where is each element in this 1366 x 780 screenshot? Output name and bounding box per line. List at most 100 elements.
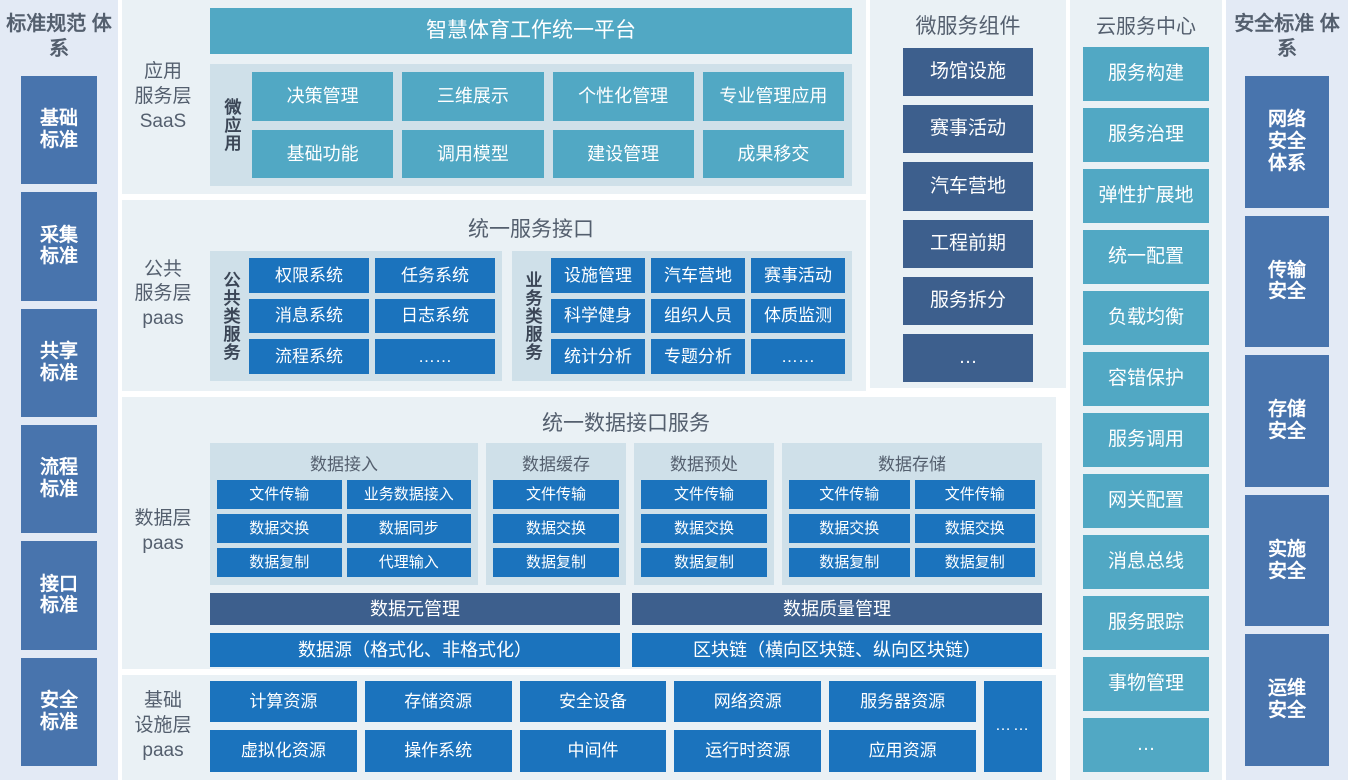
cloud-tile-load-balancing[interactable]: 负载均衡 bbox=[1083, 291, 1209, 345]
data-quality-management[interactable]: 数据质量管理 bbox=[632, 592, 1042, 625]
ingest-tile-data-sync[interactable]: 数据同步 bbox=[346, 513, 471, 543]
cloud-tile-elastic-scaling[interactable]: 弹性扩展地 bbox=[1083, 169, 1209, 223]
cloud-tile-service-build[interactable]: 服务构建 bbox=[1083, 47, 1209, 101]
service-layer-body: 统一服务接口 公共类服务 权限系统 任务系统 消息系统 日志系统 流程系统 …… bbox=[204, 208, 858, 381]
svc-tile-organization-personnel[interactable]: 组织人员 bbox=[651, 298, 745, 334]
storage-tile-data-exchange-1[interactable]: 数据交换 bbox=[789, 513, 910, 543]
svc-tile-process-system[interactable]: 流程系统 bbox=[249, 339, 369, 374]
infra-tile-application-resource[interactable]: 应用资源 bbox=[829, 730, 976, 773]
right-sidebar-title: 安全标准 体系 bbox=[1234, 13, 1340, 60]
preprocess-tile-data-exchange[interactable]: 数据交换 bbox=[641, 513, 767, 543]
data-source-row: 数据源（格式化、非格式化） 区块链（横向区块链、纵向区块链） bbox=[204, 625, 1048, 667]
cloud-service-center-title: 云服务中心 bbox=[1096, 16, 1196, 38]
cloud-service-center-column: 云服务中心 服务构建 服务治理 弹性扩展地 统一配置 负载均衡 容错保护 服务调… bbox=[1070, 0, 1222, 780]
data-groups-row: 数据接入 文件传输 业务数据接入 数据交换 数据同步 数据复制 代理输入 数据缓… bbox=[204, 442, 1048, 585]
ms-tile-service-split[interactable]: 服务拆分 bbox=[903, 276, 1033, 325]
storage-tile-data-replication-1[interactable]: 数据复制 bbox=[789, 547, 910, 577]
app-tile-basic-function[interactable]: 基础功能 bbox=[252, 129, 394, 179]
cloud-tile-message-bus[interactable]: 消息总线 bbox=[1083, 535, 1209, 589]
storage-tile-file-transfer-2[interactable]: 文件传输 bbox=[914, 479, 1035, 509]
business-class-service-group: 业务类服务 设施管理 汽车营地 赛事活动 科学健身 组织人员 体质监测 统计分析… bbox=[512, 251, 852, 381]
preprocess-tile-file-transfer[interactable]: 文件传输 bbox=[641, 479, 767, 509]
storage-tile-data-exchange-2[interactable]: 数据交换 bbox=[914, 513, 1035, 543]
public-class-service-vertical-label: 公共类服务 bbox=[220, 271, 240, 362]
micro-app-group: 微应用 决策管理 三维展示 个性化管理 专业管理应用 基础功能 调用模型 建设管… bbox=[210, 64, 852, 187]
storage-tile-file-transfer-1[interactable]: 文件传输 bbox=[789, 479, 910, 509]
security-item-network-security-system[interactable]: 网络 安全 体系 bbox=[1245, 76, 1329, 208]
cache-tile-data-replication[interactable]: 数据复制 bbox=[493, 547, 619, 577]
storage-tile-data-replication-2[interactable]: 数据复制 bbox=[914, 547, 1035, 577]
app-tile-construction-management[interactable]: 建设管理 bbox=[552, 129, 694, 179]
cache-tile-data-exchange[interactable]: 数据交换 bbox=[493, 513, 619, 543]
infra-tile-virtualization-resource[interactable]: 虚拟化资源 bbox=[210, 730, 357, 773]
blockchain-box[interactable]: 区块链（横向区块链、纵向区块链） bbox=[632, 632, 1042, 667]
left-sidebar-items: 基础 标准 采集 标准 共享 标准 流程 标准 接口 标准 安全 标准 bbox=[0, 72, 118, 774]
infra-tile-runtime-resource[interactable]: 运行时资源 bbox=[674, 730, 822, 773]
cloud-tile-more[interactable]: … bbox=[1083, 718, 1209, 772]
data-source-box[interactable]: 数据源（格式化、非格式化） bbox=[210, 632, 620, 667]
preprocess-tile-data-replication[interactable]: 数据复制 bbox=[641, 547, 767, 577]
data-element-management[interactable]: 数据元管理 bbox=[210, 592, 620, 625]
svc-tile-event-activity[interactable]: 赛事活动 bbox=[751, 258, 845, 293]
ms-tile-venue-facility[interactable]: 场馆设施 bbox=[903, 48, 1033, 97]
security-item-ops-security[interactable]: 运维 安全 bbox=[1245, 634, 1329, 766]
svc-tile-thematic-analysis[interactable]: 专题分析 bbox=[651, 339, 745, 374]
infra-tile-security-device[interactable]: 安全设备 bbox=[519, 680, 667, 723]
unified-data-interface-title: 统一数据接口服务 bbox=[542, 411, 710, 435]
public-class-service-group: 公共类服务 权限系统 任务系统 消息系统 日志系统 流程系统 …… bbox=[210, 251, 502, 381]
svc-tile-permission-system[interactable]: 权限系统 bbox=[249, 258, 369, 293]
ingest-tile-business-data-access[interactable]: 业务数据接入 bbox=[346, 479, 471, 509]
sidebar-item-basic-standard[interactable]: 基础 标准 bbox=[21, 76, 97, 185]
ingest-tile-data-exchange[interactable]: 数据交换 bbox=[217, 513, 342, 543]
svc-tile-log-system[interactable]: 日志系统 bbox=[375, 298, 495, 334]
infra-tile-storage-resource[interactable]: 存储资源 bbox=[364, 680, 512, 723]
infra-tile-operating-system[interactable]: 操作系统 bbox=[364, 730, 512, 773]
svc-tile-message-system[interactable]: 消息系统 bbox=[249, 298, 369, 334]
cloud-tile-gateway-config[interactable]: 网关配置 bbox=[1083, 474, 1209, 528]
sidebar-item-collection-standard[interactable]: 采集 标准 bbox=[21, 192, 97, 301]
ms-tile-project-preliminary[interactable]: 工程前期 bbox=[903, 219, 1033, 268]
cloud-tile-fault-tolerance[interactable]: 容错保护 bbox=[1083, 352, 1209, 406]
cloud-tile-service-governance[interactable]: 服务治理 bbox=[1083, 108, 1209, 162]
svc-tile-public-more[interactable]: …… bbox=[375, 339, 495, 374]
security-item-transmission-security[interactable]: 传输 安全 bbox=[1245, 215, 1329, 348]
infra-tile-middleware[interactable]: 中间件 bbox=[519, 730, 667, 773]
cloud-tile-service-invocation[interactable]: 服务调用 bbox=[1083, 413, 1209, 467]
infra-tile-compute-resource[interactable]: 计算资源 bbox=[210, 680, 357, 723]
cloud-tile-unified-config[interactable]: 统一配置 bbox=[1083, 230, 1209, 284]
sidebar-item-interface-standard[interactable]: 接口 标准 bbox=[21, 541, 97, 650]
sidebar-item-sharing-standard[interactable]: 共享 标准 bbox=[21, 308, 97, 417]
ms-tile-car-camp[interactable]: 汽车营地 bbox=[903, 162, 1033, 211]
infra-tile-network-resource[interactable]: 网络资源 bbox=[674, 680, 822, 723]
sidebar-item-security-standard[interactable]: 安全 标准 bbox=[21, 657, 97, 766]
svc-tile-scientific-fitness[interactable]: 科学健身 bbox=[551, 298, 645, 334]
cloud-service-items: 服务构建 服务治理 弹性扩展地 统一配置 负载均衡 容错保护 服务调用 网关配置… bbox=[1070, 47, 1222, 772]
cache-tile-file-transfer[interactable]: 文件传输 bbox=[493, 479, 619, 509]
cloud-tile-service-tracing[interactable]: 服务跟踪 bbox=[1083, 596, 1209, 650]
ingest-tile-agent-input[interactable]: 代理输入 bbox=[346, 547, 471, 577]
svc-tile-statistical-analysis[interactable]: 统计分析 bbox=[551, 339, 645, 374]
ingest-tile-file-transfer[interactable]: 文件传输 bbox=[217, 479, 342, 509]
ms-tile-event-activity[interactable]: 赛事活动 bbox=[903, 105, 1033, 154]
unified-platform-banner[interactable]: 智慧体育工作统一平台 bbox=[210, 8, 852, 54]
ingest-tile-data-replication[interactable]: 数据复制 bbox=[217, 547, 342, 577]
app-tile-call-model[interactable]: 调用模型 bbox=[402, 129, 544, 179]
app-tile-decision-management[interactable]: 决策管理 bbox=[252, 72, 394, 121]
security-item-storage-security[interactable]: 存储 安全 bbox=[1245, 355, 1329, 487]
svc-tile-car-camp[interactable]: 汽车营地 bbox=[651, 258, 745, 293]
svc-tile-task-system[interactable]: 任务系统 bbox=[375, 258, 495, 293]
svc-tile-facility-management[interactable]: 设施管理 bbox=[551, 258, 645, 293]
sidebar-item-process-standard[interactable]: 流程 标准 bbox=[21, 424, 97, 534]
infra-tile-more[interactable]: …… bbox=[984, 680, 1042, 773]
service-layer-label: 公共 服务层 paas bbox=[134, 258, 192, 329]
svc-tile-physique-monitoring[interactable]: 体质监测 bbox=[751, 298, 845, 334]
app-tile-achievement-transfer[interactable]: 成果移交 bbox=[702, 129, 844, 179]
app-tile-personalized-management[interactable]: 个性化管理 bbox=[552, 72, 694, 121]
security-item-implementation-security[interactable]: 实施 安全 bbox=[1245, 494, 1329, 627]
ms-tile-more[interactable]: … bbox=[903, 333, 1033, 383]
infra-tile-server-resource[interactable]: 服务器资源 bbox=[829, 680, 976, 723]
cloud-tile-transaction-management[interactable]: 事物管理 bbox=[1083, 657, 1209, 711]
svc-tile-business-more[interactable]: …… bbox=[751, 339, 845, 374]
app-tile-professional-management[interactable]: 专业管理应用 bbox=[702, 72, 844, 121]
app-tile-3d-display[interactable]: 三维展示 bbox=[402, 72, 544, 121]
